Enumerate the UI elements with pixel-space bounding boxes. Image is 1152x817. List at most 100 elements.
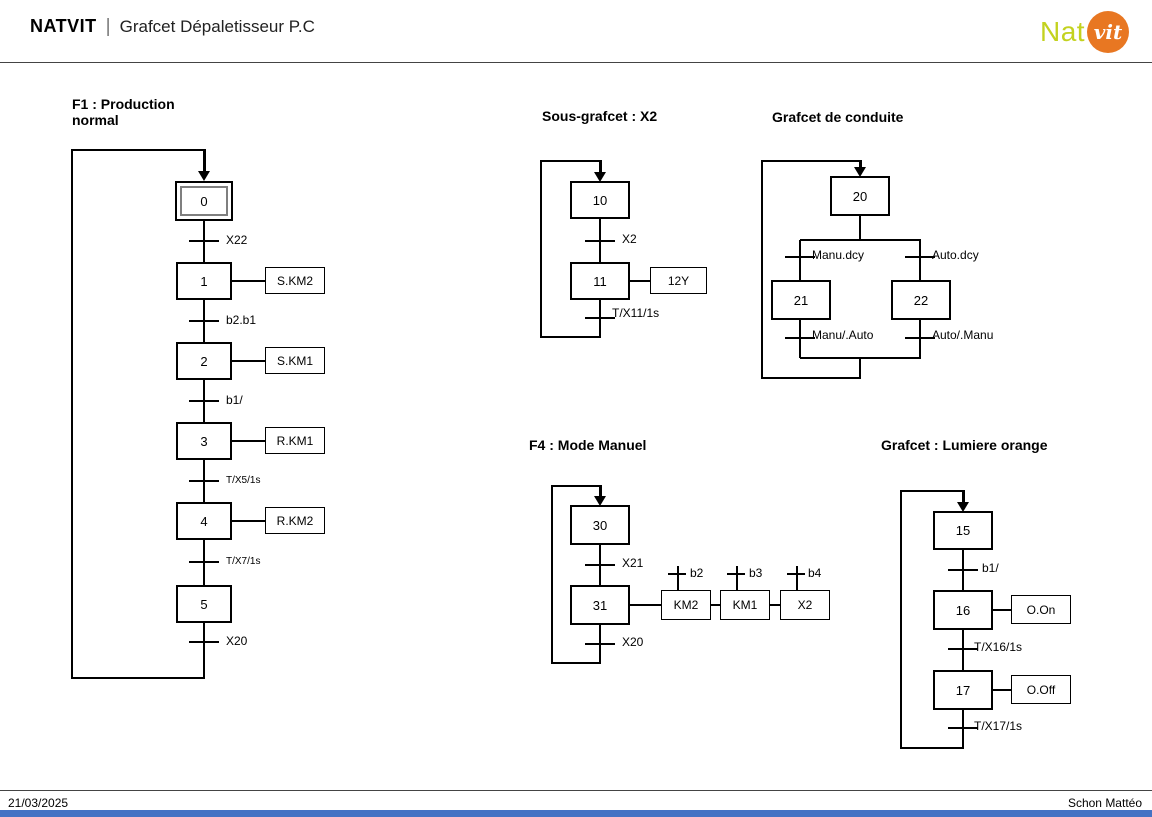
loop-line (540, 160, 601, 162)
step-2: 2 (176, 342, 232, 380)
step-31: 31 (570, 585, 630, 625)
transition-tick (948, 569, 978, 571)
header-separator: | (105, 16, 111, 37)
transition-label: b1/ (226, 393, 243, 407)
connector-line (799, 240, 801, 280)
loop-line (761, 160, 861, 162)
transition-label: Manu.dcy (812, 248, 865, 262)
action-box: KM1 (720, 590, 770, 620)
transition-tick (189, 561, 219, 563)
connector-line (599, 300, 601, 338)
step-15: 15 (933, 511, 993, 550)
step-17: 17 (933, 670, 993, 710)
connector-line (203, 540, 205, 585)
logo-orange-circle: vit (1087, 11, 1129, 53)
action-link-line (232, 280, 265, 282)
loop-line (540, 160, 542, 338)
arrow-down-icon (957, 502, 969, 512)
arrow-down-icon (594, 496, 606, 506)
loop-line (551, 485, 601, 487)
transition-label: X2 (622, 232, 637, 246)
loop-line (71, 677, 205, 679)
condition-line (796, 566, 798, 590)
connector-line (799, 320, 801, 358)
diagram-title: F4 : Mode Manuel (529, 437, 647, 453)
footer-divider (0, 790, 1152, 791)
header-divider (0, 62, 1152, 63)
bottom-accent-bar (0, 810, 1152, 817)
action-link-line (232, 440, 265, 442)
transition-label: T/X11/1s (612, 306, 660, 320)
step-0-initial: 0 (175, 181, 233, 221)
step-30: 30 (570, 505, 630, 545)
condition-tick (787, 573, 805, 575)
transition-label: T/X7/1s (226, 556, 261, 567)
condition-label: b4 (808, 566, 822, 580)
action-link-line (232, 360, 265, 362)
loop-line (551, 485, 553, 664)
flow-arrow-stem (962, 490, 965, 503)
step-16: 16 (933, 590, 993, 630)
connector-line (962, 630, 964, 670)
action-link-line (770, 604, 780, 606)
condition-label: b3 (749, 566, 763, 580)
document-title: Grafcet Dépaletisseur P.C (119, 17, 315, 36)
transition-tick (905, 337, 935, 339)
loop-line (551, 662, 601, 664)
loop-line (761, 377, 861, 379)
transition-tick (189, 240, 219, 242)
condition-label: b2 (690, 566, 704, 580)
transition-tick (189, 400, 219, 402)
loop-line (900, 490, 902, 749)
action-link-line (993, 609, 1011, 611)
transition-label: T/X16/1s (974, 640, 1023, 654)
action-box: 12Y (650, 267, 707, 294)
divergence-line (800, 239, 921, 241)
transition-label: Auto/.Manu (932, 328, 994, 342)
transition-label: X21 (622, 556, 644, 570)
diagram-title: Grafcet de conduite (772, 109, 904, 125)
transition-label: b1/ (982, 561, 999, 575)
brand-name: NATVIT (30, 16, 97, 36)
action-link-line (630, 604, 661, 606)
step-22: 22 (891, 280, 951, 320)
transition-label: Auto.dcy (932, 248, 979, 262)
connector-line (919, 240, 921, 280)
flow-arrow-stem (203, 149, 206, 173)
action-box: X2 (780, 590, 830, 620)
action-box: S.KM2 (265, 267, 325, 294)
transition-label: b2.b1 (226, 313, 257, 327)
transition-tick (905, 256, 935, 258)
arrow-down-icon (594, 172, 606, 182)
transition-tick (948, 648, 978, 650)
connector-line (919, 320, 921, 358)
transition-tick (189, 480, 219, 482)
step-21: 21 (771, 280, 831, 320)
flow-arrow-stem (859, 160, 862, 169)
header: NATVIT | Grafcet Dépaletisseur P.C (30, 16, 315, 38)
flow-arrow-stem (599, 485, 602, 497)
action-link-line (232, 520, 265, 522)
action-box: O.Off (1011, 675, 1071, 704)
step-11: 11 (570, 262, 630, 300)
arrow-down-icon (854, 167, 866, 177)
action-link-line (993, 689, 1011, 691)
convergence-line (800, 357, 921, 359)
loop-line (900, 490, 964, 492)
transition-tick (585, 643, 615, 645)
transition-tick (189, 641, 219, 643)
transition-tick (785, 256, 815, 258)
condition-line (677, 566, 679, 590)
step-4: 4 (176, 502, 232, 540)
connector-line (962, 710, 964, 749)
condition-tick (727, 573, 745, 575)
transition-tick (585, 317, 615, 319)
condition-tick (668, 573, 686, 575)
transition-label: X20 (622, 635, 644, 649)
transition-label: T/X17/1s (974, 719, 1023, 733)
loop-line (900, 747, 964, 749)
diagram-title: Sous-grafcet : X2 (542, 108, 658, 124)
transition-label: Manu/.Auto (812, 328, 874, 342)
loop-line (71, 149, 73, 679)
